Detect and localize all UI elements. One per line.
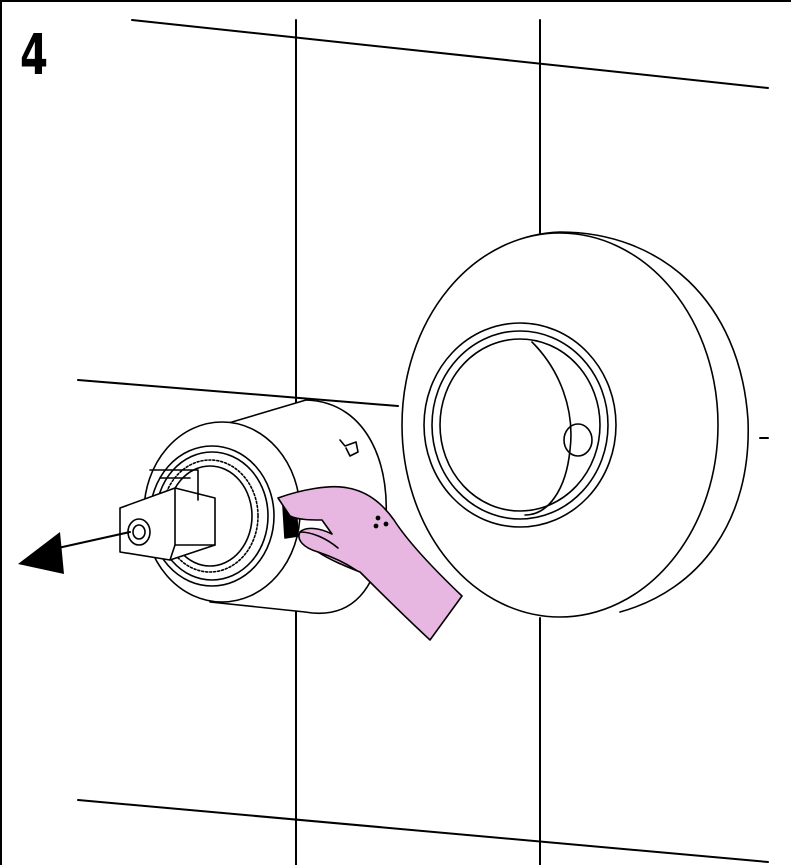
tile-line — [77, 799, 769, 863]
tile-line — [77, 379, 399, 407]
hand-icon — [277, 485, 463, 641]
tile-grid — [77, 19, 769, 865]
frame-left-border — [0, 0, 2, 865]
pull-direction-arrow-icon — [18, 531, 131, 574]
frame-top-border — [0, 0, 791, 2]
escutcheon-flange-icon — [401, 231, 749, 618]
tile-line — [131, 19, 769, 89]
step-number: 4 — [20, 23, 49, 88]
